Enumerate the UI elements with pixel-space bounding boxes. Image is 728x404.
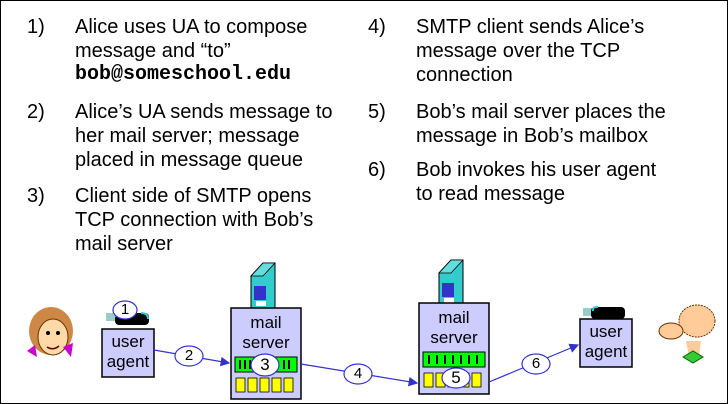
- step-text: message and “to”: [75, 40, 231, 62]
- step-marker-2: 2: [184, 347, 194, 364]
- queue-message-bar: [288, 360, 290, 369]
- email-address: bob@someschool.edu: [75, 63, 292, 86]
- alice-mailboxes: [235, 377, 294, 393]
- step-number: 1): [27, 16, 45, 38]
- step-marker-3-circle: [250, 353, 280, 377]
- step-number: 2): [27, 101, 45, 123]
- label-line: user: [111, 332, 145, 351]
- bob-user-agent-label: user agent: [580, 322, 632, 362]
- bob-computer-icon: [583, 306, 625, 319]
- bob-icon: [658, 304, 716, 364]
- step-text: Client side of SMTP opens: [75, 185, 312, 207]
- mailbox: [423, 372, 434, 388]
- step-marker-5: 5: [451, 368, 461, 387]
- alice-server-tower-icon: [250, 262, 276, 314]
- step-text: message over the TCP: [416, 40, 621, 62]
- queue-message-bar: [283, 360, 285, 369]
- mailbox: [283, 377, 294, 393]
- step-text: Bob’s mail server places the: [416, 101, 666, 123]
- label-line: agent: [106, 352, 150, 371]
- bob-server-tower-icon: [438, 259, 464, 307]
- step-marker-6-circle: [521, 353, 551, 375]
- queue-bars: [239, 360, 290, 369]
- step-text: Alice’s UA sends message to: [75, 101, 333, 123]
- step-marker-4: 4: [353, 365, 363, 382]
- alice-user-agent-box: [101, 328, 155, 378]
- step-text: connection: [416, 64, 513, 86]
- queue-message-bar: [452, 355, 454, 364]
- step-text: message in Bob’s mailbox: [416, 125, 648, 147]
- queue-message-bar: [444, 355, 446, 364]
- bob-user-agent-box: [579, 318, 633, 368]
- alice-mail-server-label: mail server: [231, 313, 301, 353]
- queue-message-bar: [476, 355, 478, 364]
- step-text: placed in message queue: [75, 149, 303, 171]
- queue-message-bar: [468, 355, 470, 364]
- step-number: 4): [368, 16, 386, 38]
- step-marker-6: 6: [531, 355, 541, 372]
- queue-message-bar: [244, 360, 246, 369]
- step-marker-2-circle: [174, 345, 204, 367]
- step-marker-1-circle: [112, 300, 138, 320]
- mailbox: [247, 377, 258, 393]
- bob-mail-server-label: mail server: [419, 308, 489, 348]
- step-text: SMTP client sends Alice’s: [416, 16, 645, 38]
- step-marker-5-circle: [441, 367, 471, 389]
- step-marker-1: 1: [120, 301, 130, 318]
- mailbox: [235, 377, 246, 393]
- alice-user-agent-label: user agent: [102, 332, 154, 372]
- step-text: mail server: [75, 233, 173, 255]
- step-marker-3: 3: [260, 355, 270, 374]
- queue-message-bar: [436, 355, 438, 364]
- step-text: Alice uses UA to compose: [75, 16, 308, 38]
- label-line: server: [242, 333, 290, 352]
- step-text: Bob invokes his user agent: [416, 159, 657, 181]
- label-line: mail: [250, 313, 282, 332]
- mailbox: [259, 377, 270, 393]
- queue-bars: [428, 355, 478, 364]
- step-number: 6): [368, 159, 386, 181]
- step-text: TCP connection with Bob’s: [75, 209, 314, 231]
- step-marker-4-circle: [343, 363, 373, 385]
- step-text: to read message: [416, 183, 565, 205]
- label-line: mail: [438, 308, 470, 327]
- label-line: server: [430, 328, 478, 347]
- mailbox: [271, 377, 282, 393]
- queue-message-bar: [460, 355, 462, 364]
- queue-message-bar: [428, 355, 430, 364]
- queue-message-bar: [239, 360, 241, 369]
- queue-message-bar: [249, 360, 251, 369]
- step-text: her mail server; message: [75, 125, 300, 147]
- step-number: 3): [27, 185, 45, 207]
- label-line: agent: [584, 342, 628, 361]
- alice-icon: [27, 307, 73, 357]
- mailbox: [471, 372, 482, 388]
- label-line: user: [589, 322, 623, 341]
- step-number: 5): [368, 101, 386, 123]
